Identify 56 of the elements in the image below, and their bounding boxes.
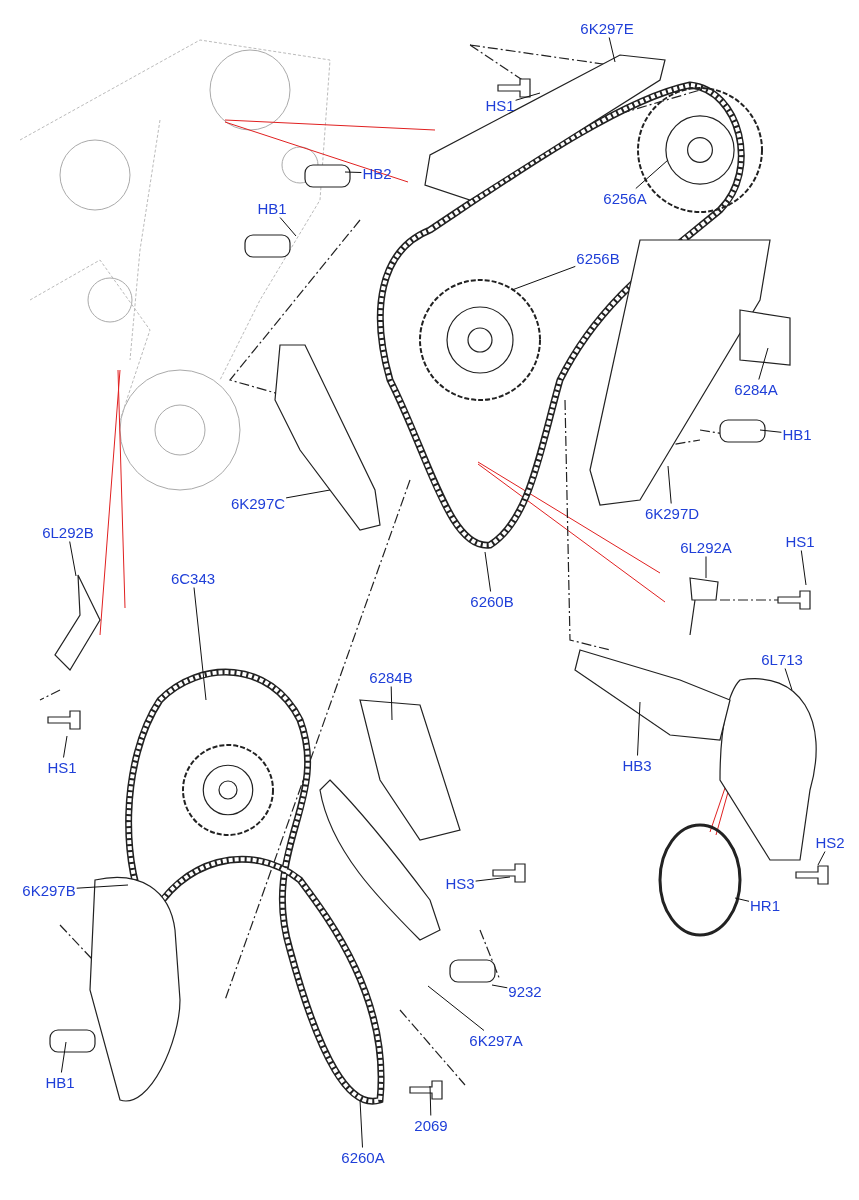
part-number: HS1 xyxy=(485,96,515,114)
part-number: 6L713 xyxy=(761,650,803,668)
part-number: 6260A xyxy=(341,1148,385,1166)
part-number: HB1 xyxy=(45,1073,75,1091)
leader-line xyxy=(511,265,576,291)
leader-line xyxy=(637,701,641,756)
part-number: 6284A xyxy=(734,380,778,398)
leader-line xyxy=(359,1099,363,1148)
part-number: 6K297E xyxy=(580,19,634,37)
part-number: HB1 xyxy=(257,199,287,217)
part-number: 6256A xyxy=(603,189,647,207)
leader-line xyxy=(285,489,331,499)
leader-line xyxy=(427,985,485,1031)
leader-line xyxy=(69,541,77,577)
part-number: 6C343 xyxy=(170,569,216,587)
part-number: 6L292A xyxy=(680,538,732,556)
leader-line xyxy=(635,159,669,189)
leader-line xyxy=(817,851,826,866)
leader-line xyxy=(344,171,362,173)
part-number: 6260B xyxy=(470,592,514,610)
leader-line xyxy=(76,884,129,889)
leader-line xyxy=(60,1041,67,1073)
leader-line xyxy=(759,429,782,433)
part-number: HB2 xyxy=(362,164,392,182)
part-number: HS1 xyxy=(785,532,815,550)
leader-line xyxy=(734,897,750,902)
leader-line xyxy=(800,550,807,586)
leader-line xyxy=(608,37,616,63)
leader-line xyxy=(63,735,68,758)
leader-line xyxy=(705,556,707,579)
leader-line xyxy=(784,668,793,691)
part-number: HB1 xyxy=(782,425,812,443)
leader-line xyxy=(279,217,297,237)
part-number: 6284B xyxy=(369,668,413,686)
part-number: 6K297A xyxy=(469,1031,523,1049)
part-number: 6L292B xyxy=(42,523,94,541)
leader-line xyxy=(390,686,393,721)
part-number: 6K297D xyxy=(644,504,700,522)
part-number: 6K297B xyxy=(22,881,76,899)
part-number: HR1 xyxy=(750,896,780,914)
part-number: 6K297C xyxy=(230,494,286,512)
leader-line xyxy=(484,551,492,592)
leader-line xyxy=(758,347,769,380)
part-number: HS2 xyxy=(815,833,845,851)
leader-line xyxy=(193,587,207,701)
leader-line xyxy=(491,984,508,989)
part-number: 2069 xyxy=(414,1116,448,1134)
part-number: HS1 xyxy=(47,758,77,776)
part-number: HS3 xyxy=(445,874,475,892)
part-number: HB3 xyxy=(622,756,652,774)
part-number: 6256B xyxy=(576,249,620,267)
leader-line xyxy=(515,92,541,101)
leader-line xyxy=(429,1085,432,1116)
leader-line xyxy=(475,876,511,882)
part-number: 9232 xyxy=(508,982,542,1000)
leader-line xyxy=(667,465,672,504)
